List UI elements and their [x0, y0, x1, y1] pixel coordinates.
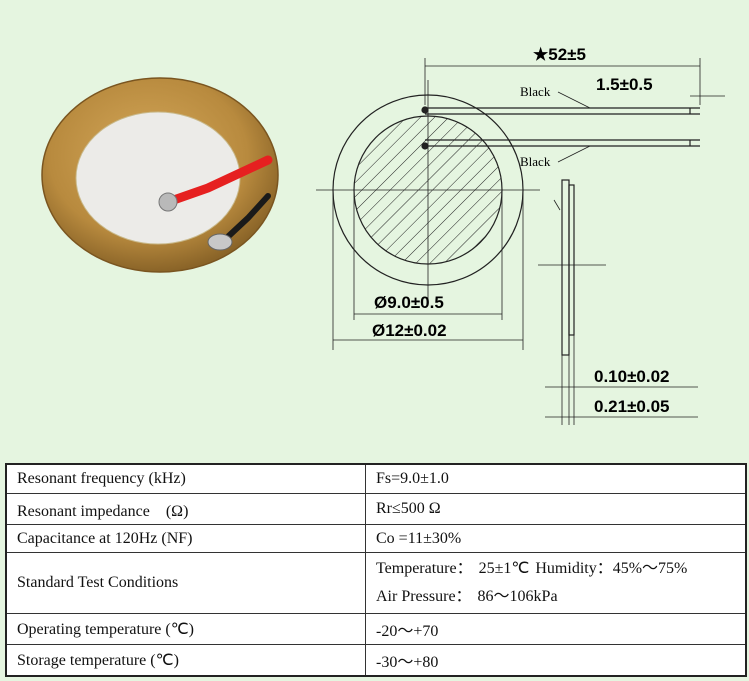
air-pressure-label: Air Pressure： [376, 588, 472, 605]
dim-outer-diameter: Ø12±0.02 [372, 321, 447, 340]
dim-thickness-2: 0.21±0.05 [594, 397, 670, 416]
air-pressure-value: 86～106kPa [477, 588, 558, 605]
table-row: Standard Test Conditions Temperature： 25±… [5, 552, 747, 614]
dim-strip: 1.5±0.5 [596, 75, 653, 94]
front-view [316, 58, 725, 350]
test-conditions-line-2: Air Pressure： 86～106kPa [376, 583, 735, 611]
value-cell: Co =11±30% [365, 524, 747, 553]
test-conditions-line-1: Temperature： 25±1℃ Humidity：45%～75% [376, 555, 735, 583]
spec-table: Resonant frequency (kHz) Fs=9.0±1.0 Reso… [5, 463, 747, 677]
table-row: Resonant frequency (kHz) Fs=9.0±1.0 [5, 463, 747, 494]
temperature-label: Temperature： [376, 560, 473, 577]
dim-thickness-1: 0.10±0.02 [594, 367, 670, 386]
table-row: Storage temperature (℃) -30～+80 [5, 644, 747, 677]
value-cell: Rr≤500 Ω [365, 493, 747, 525]
product-drawing: ★52±5 1.5±0.5 Black Black Ø9.0±0.5 Ø12±0… [41, 45, 725, 425]
table-row: Resonant impedance (Ω) Rr≤500 Ω [5, 493, 747, 525]
humidity-value: Humidity：45%～75% [535, 560, 688, 577]
param-cell: Capacitance at 120Hz (NF) [5, 524, 366, 553]
table-row: Operating temperature (℃) -20～+70 [5, 613, 747, 645]
value-cell: Temperature： 25±1℃ Humidity：45%～75% Air Pr… [365, 552, 747, 614]
buzzer-photo [41, 77, 279, 273]
wire-label-bottom: Black [520, 154, 551, 169]
temperature-value: 25±1℃ [478, 560, 530, 577]
wire-label-top: Black [520, 84, 551, 99]
dim-total-length: ★52±5 [533, 45, 586, 64]
param-cell: Resonant impedance (Ω) [5, 493, 366, 525]
value-cell: Fs=9.0±1.0 [365, 463, 747, 494]
param-cell: Operating temperature (℃) [5, 613, 366, 645]
side-view [538, 179, 698, 425]
value-cell: -30～+80 [365, 644, 747, 677]
param-cell: Storage temperature (℃) [5, 644, 366, 677]
dim-inner-diameter: Ø9.0±0.5 [374, 293, 444, 312]
param-cell: Standard Test Conditions [5, 552, 366, 614]
param-cell: Resonant frequency (kHz) [5, 463, 366, 494]
value-cell: -20～+70 [365, 613, 747, 645]
table-row: Capacitance at 120Hz (NF) Co =11±30% [5, 524, 747, 553]
